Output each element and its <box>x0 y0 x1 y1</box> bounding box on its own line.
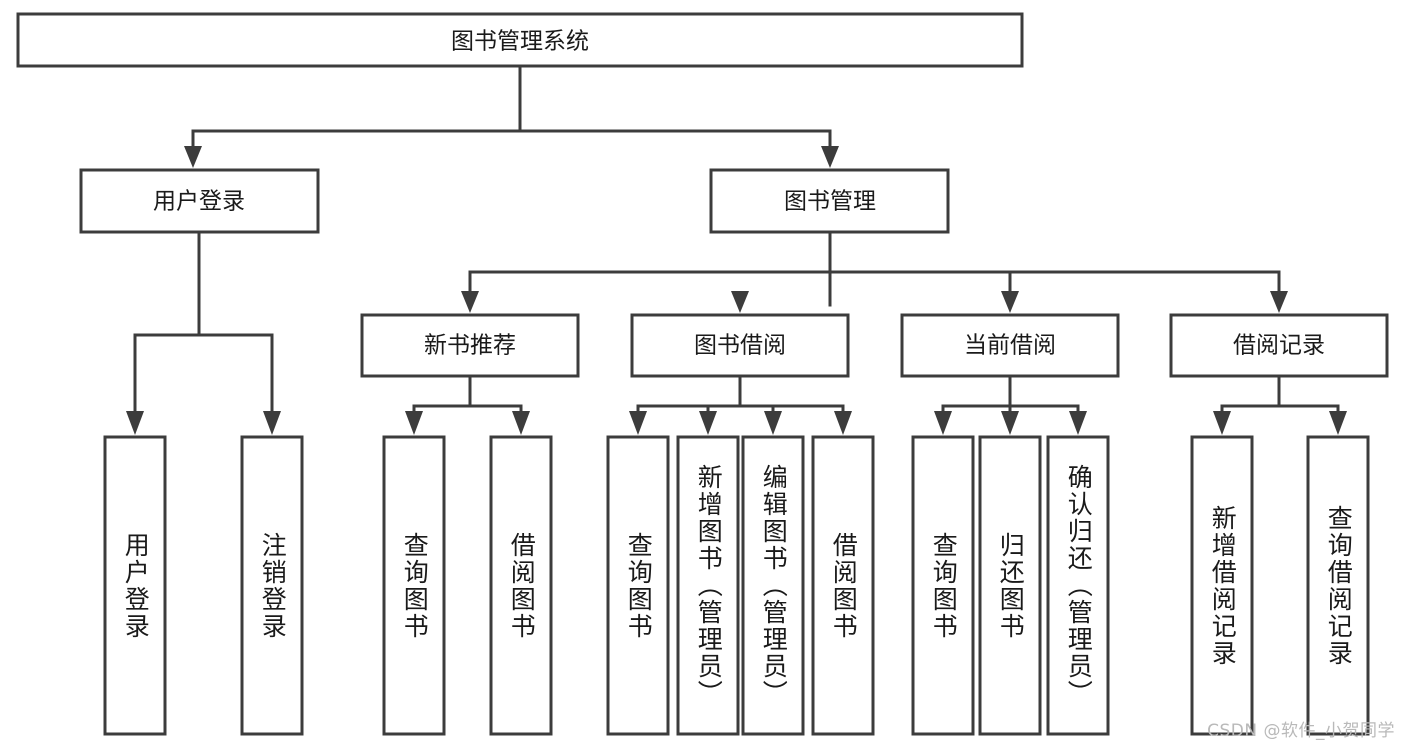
arrowhead-book-borrow <box>731 291 749 313</box>
node-borrow-records[interactable]: 借阅记录 <box>1169 313 1389 378</box>
node-new-book-recommend-box[interactable] <box>360 313 580 378</box>
connector-userlogin-to-leaf2 <box>197 333 274 427</box>
node-borrow-records-label: 借阅记录 <box>1233 333 1325 359</box>
connector-borrow-to-leaf4 <box>738 404 845 427</box>
connector-bookmgmt-to-current <box>828 270 1012 307</box>
arrowhead-ul-leaf1 <box>126 411 144 435</box>
leaf-box-borrowrecords-2[interactable] <box>1306 435 1370 736</box>
watermark: CSDN @软件_小贺同学 <box>1207 721 1395 741</box>
connector-records-to-leaf2 <box>1277 404 1340 427</box>
leaf-box-bookborrow-3[interactable] <box>741 435 805 736</box>
node-user-login-box[interactable] <box>79 168 320 234</box>
connector-current-to-leaf3 <box>1008 404 1080 427</box>
arrowhead-bb-leaf4 <box>834 411 852 435</box>
leaf-box-currentborrow-2[interactable] <box>978 435 1042 736</box>
node-root-box[interactable] <box>16 12 1024 68</box>
arrowhead-nb-leaf2 <box>512 411 530 435</box>
arrowhead-book-mgmt <box>821 146 839 168</box>
leaf-box-user-login-1[interactable] <box>103 435 167 736</box>
leaf-box-bookborrow-2[interactable] <box>676 435 740 736</box>
node-current-borrow-box[interactable] <box>900 313 1120 378</box>
connector-newbook-to-leaf2 <box>468 404 523 427</box>
leaf-box-currentborrow-1[interactable] <box>911 435 975 736</box>
arrowhead-cb-leaf2 <box>1001 411 1019 435</box>
leaf-box-newbook-2[interactable] <box>489 435 553 736</box>
node-book-borrow[interactable]: 图书借阅 <box>630 313 850 378</box>
arrowhead-user-login <box>184 146 202 168</box>
leaf-box-currentborrow-3[interactable] <box>1046 435 1110 736</box>
connector-current-to-leaf1 <box>941 374 1012 427</box>
arrowhead-cb-leaf1 <box>934 411 952 435</box>
node-borrow-records-box[interactable] <box>1169 313 1389 378</box>
node-root[interactable]: 图书管理系统 <box>16 12 1024 68</box>
node-layer: 图书管理系统 用户登录 图书管理 新书推荐 图书借阅 当前 <box>16 12 1389 736</box>
connector-records-to-leaf1 <box>1220 374 1281 427</box>
arrowhead-br-leaf2 <box>1329 411 1347 435</box>
leaf-box-user-login-2[interactable] <box>240 435 304 736</box>
arrowhead-nb-leaf1 <box>405 411 423 435</box>
node-book-management-label: 图书管理 <box>784 189 876 215</box>
node-current-borrow[interactable]: 当前借阅 <box>900 313 1120 378</box>
leaf-box-newbook-1[interactable] <box>382 435 446 736</box>
arrowhead-br-leaf1 <box>1213 411 1231 435</box>
arrowhead-bb-leaf3 <box>764 411 782 435</box>
leaf-box-bookborrow-4[interactable] <box>811 435 875 736</box>
node-book-borrow-label: 图书借阅 <box>694 333 786 359</box>
arrowhead-layer <box>126 146 1347 435</box>
arrowhead-borrow-records <box>1270 291 1288 313</box>
node-book-management-box[interactable] <box>709 168 950 234</box>
leaf-box-bookborrow-1[interactable] <box>606 435 670 736</box>
connector-borrow-to-leaf1 <box>636 374 742 427</box>
arrowhead-bb-leaf1 <box>629 411 647 435</box>
arrowhead-current-borrow <box>1001 291 1019 313</box>
arrowhead-bb-leaf2 <box>699 411 717 435</box>
connector-bookmgmt-to-new-book <box>468 230 832 307</box>
node-book-management[interactable]: 图书管理 <box>709 168 950 234</box>
connector-bookmgmt-to-records <box>1008 270 1281 307</box>
node-user-login-label: 用户登录 <box>153 189 245 215</box>
connector-userlogin-to-leaf1 <box>133 230 201 427</box>
arrowhead-cb-leaf3 <box>1069 411 1087 435</box>
node-current-borrow-label: 当前借阅 <box>964 333 1056 359</box>
node-root-label: 图书管理系统 <box>451 29 589 55</box>
arrowhead-ul-leaf2 <box>263 411 281 435</box>
connector-root-to-user-login <box>191 64 522 162</box>
node-user-login[interactable]: 用户登录 <box>79 168 320 234</box>
node-new-book-recommend-label: 新书推荐 <box>424 333 516 359</box>
leaf-box-borrowrecords-1[interactable] <box>1190 435 1254 736</box>
connector-root-to-book-mgmt <box>518 129 832 162</box>
node-new-book-recommend[interactable]: 新书推荐 <box>360 313 580 378</box>
arrowhead-new-book <box>461 291 479 313</box>
connector-newbook-to-leaf1 <box>412 374 472 427</box>
node-book-borrow-box[interactable] <box>630 313 850 378</box>
